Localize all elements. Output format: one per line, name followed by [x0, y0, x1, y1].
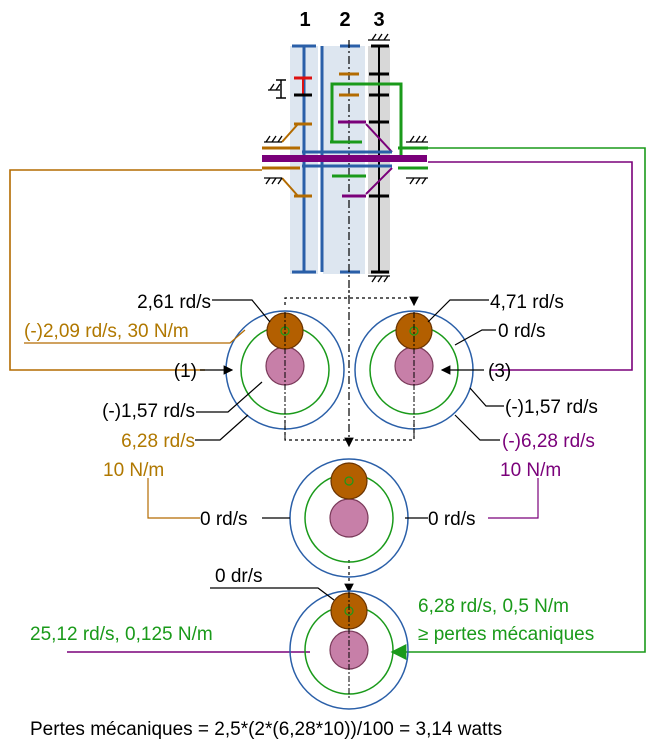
middle-left-zero-label: 0 rd/s — [200, 509, 248, 530]
left-speed-out-label: 6,28 rd/s — [121, 431, 195, 452]
orange-link-line — [9, 169, 262, 371]
orange-leader-line — [24, 329, 246, 344]
leader-lines — [195, 299, 504, 601]
right-input-marker: (3) — [488, 361, 511, 382]
purple-leader-bottom — [488, 478, 539, 519]
bottom-right-label-1: 6,28 rd/s, 0,5 N/m — [418, 596, 569, 617]
left-speed-torque-label: (-)2,09 rd/s, 30 N/m — [24, 321, 189, 342]
bottom-right-label-2: ≥ pertes mécaniques — [418, 624, 594, 645]
right-speed-mid-label: (-)1,57 rd/s — [505, 397, 598, 418]
middle-gear-assembly — [289, 458, 409, 578]
gearbox-schematic — [262, 33, 428, 440]
right-torque-out-label: 10 N/m — [500, 460, 561, 481]
ground-hatch — [264, 33, 428, 283]
right-ring-speed-label: 0 rd/s — [498, 321, 546, 342]
bottom-left-label: 25,12 rd/s, 0,125 N/m — [30, 624, 213, 645]
left-speed-mid-label: (-)1,57 rd/s — [102, 401, 195, 422]
footer-formula: Pertes mécaniques = 2,5*(2*(6,28*10))/10… — [30, 719, 502, 740]
column-header-2: 2 — [339, 9, 350, 31]
right-speed-top-label: 4,71 rd/s — [490, 292, 564, 313]
right-speed-out-label: (-)6,28 rd/s — [502, 431, 595, 452]
column-header-3: 3 — [373, 9, 384, 31]
left-torque-out-label: 10 N/m — [103, 460, 164, 481]
bottom-gear-assembly — [289, 590, 409, 710]
middle-right-zero-label: 0 rd/s — [428, 509, 476, 530]
bottom-top-speed-label: 0 dr/s — [215, 566, 263, 587]
left-input-marker: (1) — [174, 361, 197, 382]
purple-link-line — [428, 161, 633, 371]
left-gear-assembly — [225, 310, 345, 440]
green-link-line — [390, 147, 646, 660]
column-header-1: 1 — [299, 9, 310, 31]
right-gear-assembly — [354, 310, 474, 440]
orange-leader-bottom — [147, 478, 200, 519]
left-speed-top-label: 2,61 rd/s — [137, 292, 211, 313]
